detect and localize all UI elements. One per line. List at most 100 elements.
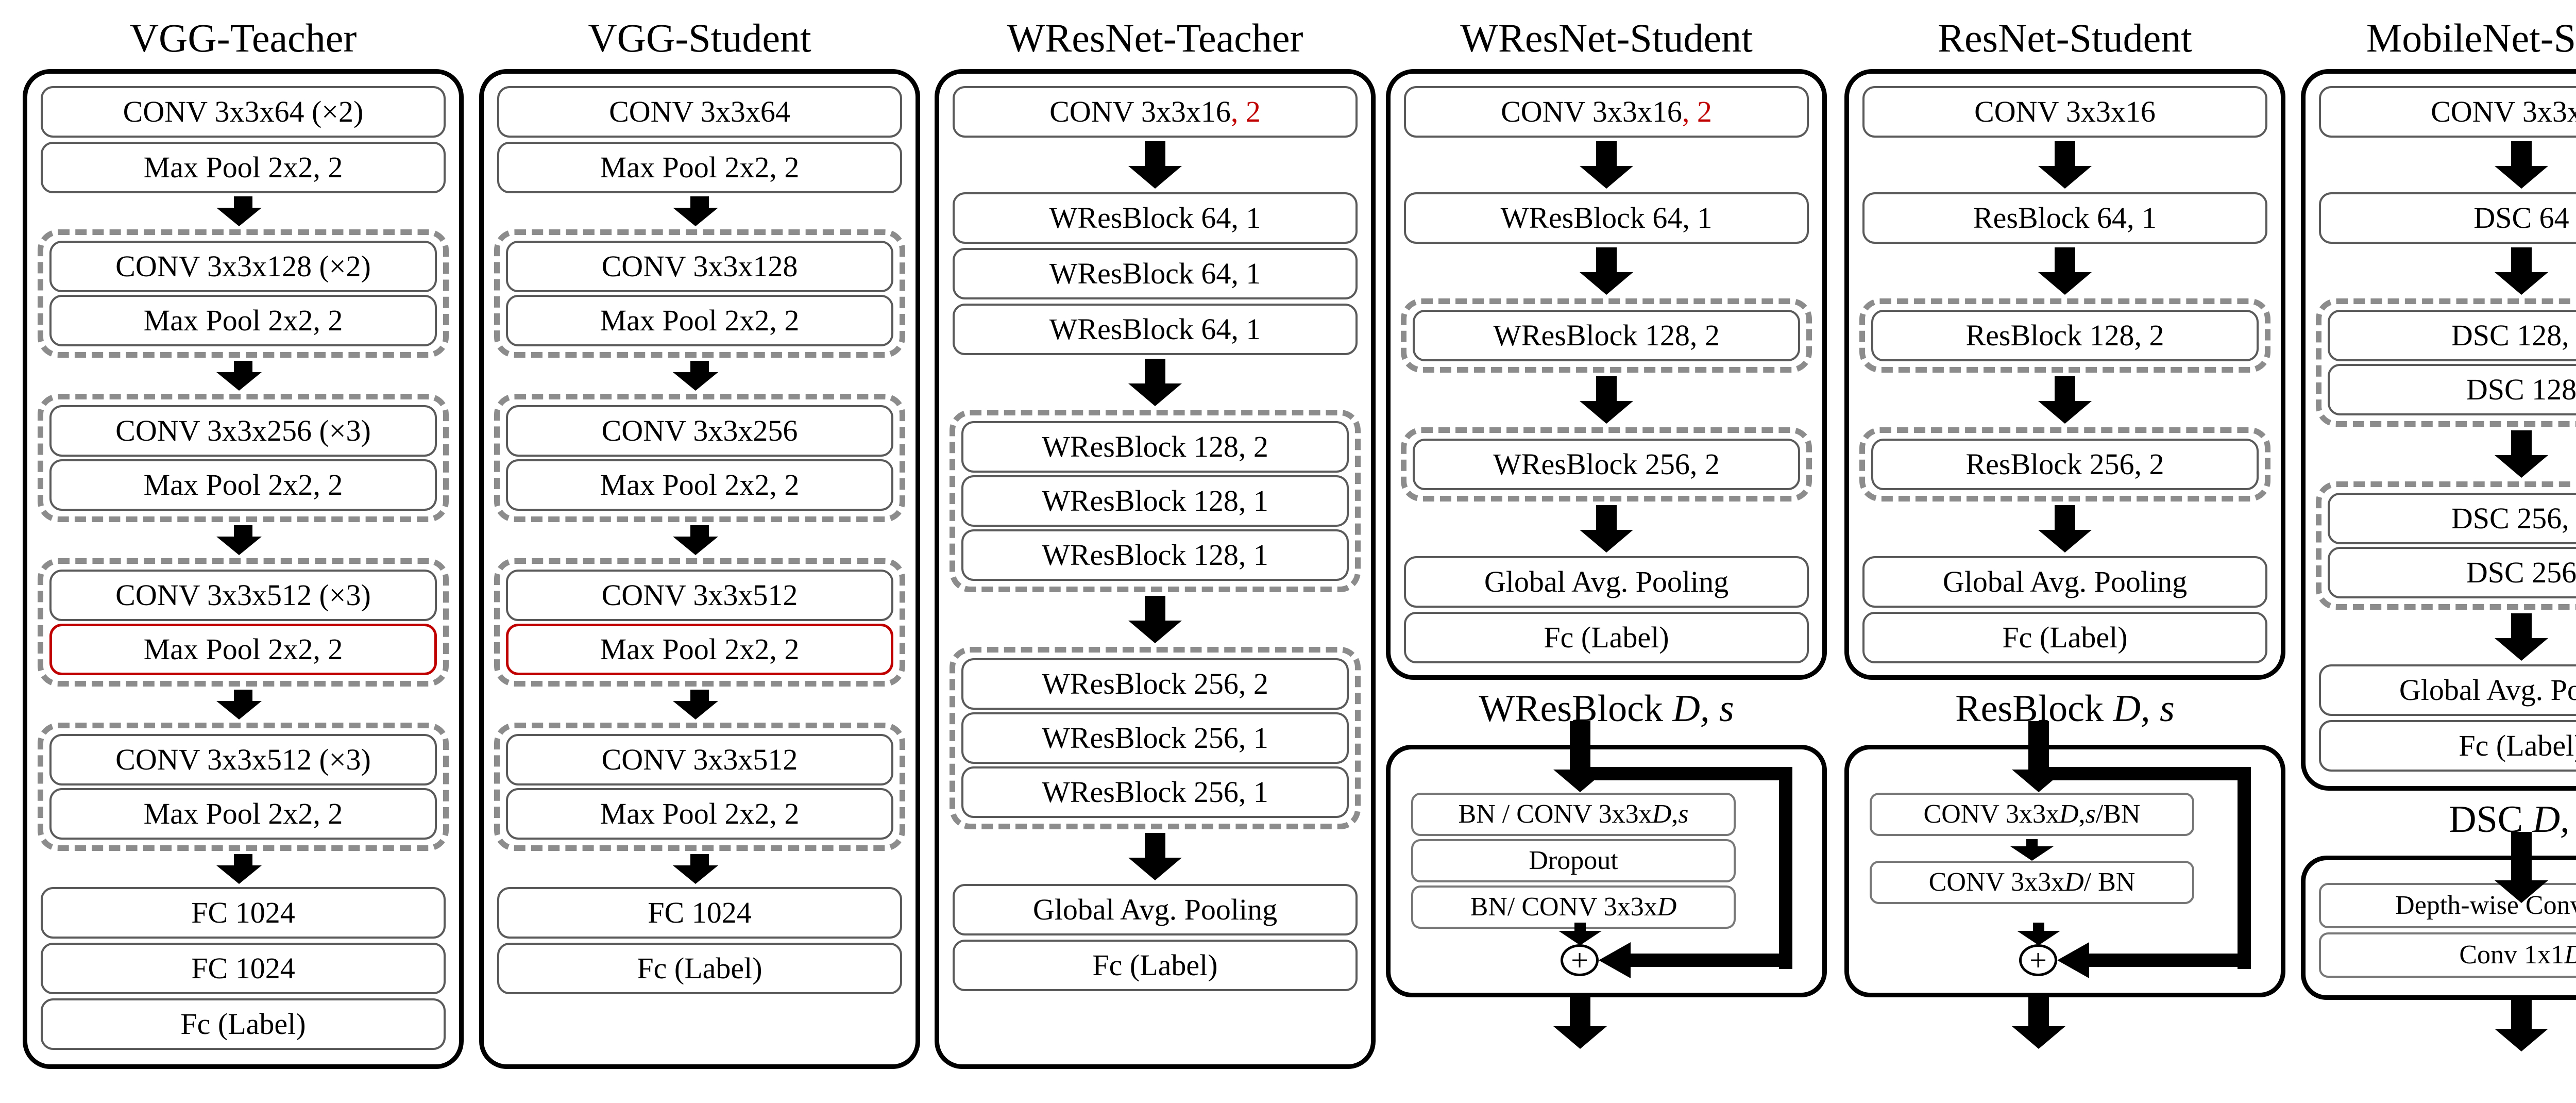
layer-box: Global Avg. Pooling bbox=[953, 884, 1358, 935]
dotted-stage-group: WResBlock 128, 2 WResBlock 128, 1 WResBl… bbox=[950, 410, 1361, 592]
dotted-stage-group: CONV 3x3x256 (×3) Max Pool 2x2, 2 bbox=[38, 394, 449, 522]
arrow-down-icon bbox=[673, 196, 726, 226]
layer-box: Max Pool 2x2, 2 bbox=[49, 459, 437, 511]
arrow-down-icon bbox=[1580, 141, 1633, 189]
skip-connection-top bbox=[1580, 767, 1792, 780]
dotted-stage-group: CONV 3x3x128 Max Pool 2x2, 2 bbox=[494, 229, 905, 358]
dotted-stage-group: DSC 128, 2 DSC 128 bbox=[2316, 298, 2576, 427]
layer-box-highlighted: Max Pool 2x2, 2 bbox=[49, 624, 437, 675]
dotted-stage-group: CONV 3x3x512 (×3) Max Pool 2x2, 2 bbox=[38, 558, 449, 687]
arrow-down-icon bbox=[216, 361, 270, 391]
sum-plus-icon: + bbox=[2019, 944, 2057, 976]
network-container: CONV 3x3x16 ResBlock 64, 1 ResBlock 128,… bbox=[1844, 69, 2285, 680]
layer-box: WResBlock 256, 1 bbox=[961, 712, 1349, 764]
layer-box: CONV 3x3x256 (×3) bbox=[49, 405, 437, 457]
arrow-down-icon bbox=[1128, 141, 1182, 189]
layer-box: CONV 3x3x64 bbox=[497, 86, 902, 138]
layer-box: FC 1024 bbox=[41, 943, 446, 994]
layer-box: CONV 3x3x128 (×2) bbox=[49, 241, 437, 292]
layer-box: DSC 128 bbox=[2328, 364, 2576, 415]
layer-box: Fc (Label) bbox=[2319, 720, 2576, 772]
layer-box: CONV 3x3x512 bbox=[506, 734, 893, 786]
entry-arrow-icon bbox=[2495, 832, 2548, 903]
column-title: WResNet-Teacher bbox=[1007, 15, 1303, 60]
layer-box: DSC 256, 2 bbox=[2328, 493, 2576, 544]
layer-box: Max Pool 2x2, 2 bbox=[497, 142, 902, 193]
arrow-down-icon bbox=[216, 525, 270, 555]
layer-box: Max Pool 2x2, 2 bbox=[41, 142, 446, 193]
layer-box: Max Pool 2x2, 2 bbox=[506, 788, 893, 840]
arrow-down-icon bbox=[673, 525, 726, 555]
arrow-down-icon bbox=[1128, 833, 1182, 880]
arrow-down-icon bbox=[2017, 923, 2060, 945]
dotted-stage-group: CONV 3x3x512 Max Pool 2x2, 2 bbox=[494, 723, 905, 851]
dotted-stage-group: CONV 3x3x128 (×2) Max Pool 2x2, 2 bbox=[38, 229, 449, 358]
layer-box: Global Avg. Pooling bbox=[1862, 556, 2267, 608]
arrow-down-icon bbox=[1558, 923, 1602, 945]
layer-box: FC 1024 bbox=[497, 887, 902, 939]
dotted-stage-group: ResBlock 256, 2 bbox=[1859, 427, 2270, 502]
layer-box: WResBlock 128, 1 bbox=[961, 475, 1349, 527]
layer-box: FC 1024 bbox=[41, 887, 446, 939]
layer-box: CONV 3x3x512 (×3) bbox=[49, 570, 437, 621]
exit-arrow-icon bbox=[2012, 994, 2065, 1049]
layer-box: Fc (Label) bbox=[1862, 612, 2267, 663]
layer-box: Fc (Label) bbox=[1404, 612, 1809, 663]
column-mobilenet-student: MobileNet-Student CONV 3x3x16 DSC 64 DSC… bbox=[2301, 13, 2576, 1051]
column-wresnet-teacher: WResNet-Teacher CONV 3x3x16, 2 WResBlock… bbox=[935, 13, 1376, 1069]
layer-box: CONV 3x3x16, 2 bbox=[1404, 86, 1809, 138]
skip-connection-right bbox=[2238, 767, 2251, 969]
network-container: CONV 3x3x64 Max Pool 2x2, 2 CONV 3x3x128… bbox=[479, 69, 920, 1069]
layer-box: WResBlock 256, 2 bbox=[1413, 439, 1800, 490]
layer-box: Global Avg. Pooling bbox=[1404, 556, 1809, 608]
exit-arrow-icon bbox=[1553, 994, 1607, 1049]
network-container: CONV 3x3x16 DSC 64 DSC 128, 2 DSC 128 DS… bbox=[2301, 69, 2576, 791]
dotted-stage-group: WResBlock 256, 2 WResBlock 256, 1 WResBl… bbox=[950, 647, 1361, 829]
layer-box: WResBlock 64, 1 bbox=[1404, 192, 1809, 244]
layer-box: CONV 3x3x16 bbox=[1862, 86, 2267, 138]
layer-box: CONV 3x3x128 bbox=[506, 241, 893, 292]
layer-box: ResBlock 256, 2 bbox=[1871, 439, 2259, 490]
layer-box: Global Avg. Pooling bbox=[2319, 664, 2576, 716]
column-title: VGG-Student bbox=[588, 15, 811, 60]
layer-box: Max Pool 2x2, 2 bbox=[49, 788, 437, 840]
column-vgg-student: VGG-Student CONV 3x3x64 Max Pool 2x2, 2 … bbox=[479, 13, 920, 1069]
layer-box: WResBlock 64, 1 bbox=[953, 248, 1358, 299]
exit-arrow-icon bbox=[2495, 997, 2548, 1051]
layer-box: ResBlock 128, 2 bbox=[1871, 310, 2259, 361]
arrow-down-icon bbox=[216, 854, 270, 884]
arrow-down-icon bbox=[216, 690, 270, 720]
column-title: WResNet-Student bbox=[1460, 15, 1753, 60]
column-title: ResNet-Student bbox=[1938, 15, 2192, 60]
arrow-down-icon bbox=[2038, 141, 2092, 189]
layer-box: CONV 3x3x16, 2 bbox=[953, 86, 1358, 138]
layer-box: WResBlock 128, 2 bbox=[961, 421, 1349, 473]
column-title: MobileNet-Student bbox=[2366, 15, 2576, 60]
arrow-down-icon bbox=[2495, 247, 2548, 295]
arrow-down-icon bbox=[216, 196, 270, 226]
layer-box: WResBlock 256, 2 bbox=[961, 658, 1349, 710]
arrow-down-icon bbox=[2495, 613, 2548, 661]
layer-box: DSC 64 bbox=[2319, 192, 2576, 244]
network-container: CONV 3x3x64 (×2) Max Pool 2x2, 2 CONV 3x… bbox=[23, 69, 464, 1069]
layer-box: CONV 3x3x64 (×2) bbox=[41, 86, 446, 138]
dsc-detail-block: Depth-wise Conv 3x3, s Conv 1x1 D bbox=[2301, 832, 2576, 1051]
dotted-stage-group: ResBlock 128, 2 bbox=[1859, 298, 2270, 373]
layer-box: Dropout bbox=[1411, 839, 1736, 882]
arrow-down-icon bbox=[673, 854, 726, 884]
dsc-detail-title: DSC D, s bbox=[2449, 798, 2576, 841]
dotted-stage-group: CONV 3x3x256 Max Pool 2x2, 2 bbox=[494, 394, 905, 522]
arrow-down-icon bbox=[2495, 430, 2548, 478]
layer-box: Fc (Label) bbox=[497, 943, 902, 994]
skip-connection-top bbox=[2039, 767, 2251, 780]
arrow-down-icon bbox=[2038, 376, 2092, 424]
skip-arrowhead-icon bbox=[1599, 942, 1631, 978]
layer-box: Fc (Label) bbox=[41, 998, 446, 1050]
